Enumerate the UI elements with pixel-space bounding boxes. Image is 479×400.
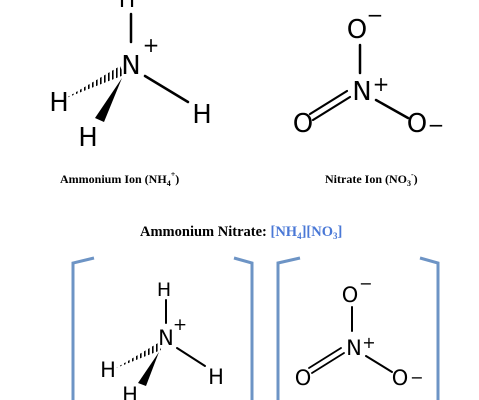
top-ammonium-h-right: H: [192, 100, 212, 130]
top-ammonium-n: N: [121, 51, 140, 81]
bottom-ammonium-h-top: H: [157, 279, 171, 301]
bottom-ammonium-solid-wedge: [138, 352, 159, 386]
left-bracket-open: [71, 256, 95, 400]
bottom-nitrate-o-top-charge: −: [359, 274, 372, 293]
bottom-nitrate-bond-right: [365, 355, 393, 373]
top-ammonium-h-left: H: [49, 88, 69, 118]
top-ammonium-h-bottom: H: [78, 123, 98, 153]
top-ammonium-bond-right: [143, 74, 190, 104]
bottom-ammonium-structure: H N + H H H: [100, 279, 224, 400]
bottom-ammonium-h-bottom: H: [122, 383, 138, 400]
top-ammonium-structure: H N + H H H: [49, 0, 212, 153]
top-nitrate-o-right-charge: −: [428, 113, 445, 137]
top-nitrate-o-top-charge: −: [367, 3, 384, 27]
bottom-nitrate-structure: O − N + O O −: [295, 274, 424, 390]
right-bracket-open: [276, 256, 301, 400]
bottom-nitrate-o-top: O: [342, 283, 359, 307]
top-nitrate-charge: +: [373, 72, 390, 96]
left-bracket-close: [233, 256, 254, 400]
bottom-nitrate-o-left: O: [295, 366, 312, 390]
top-ammonium-h-top: H: [119, 0, 136, 13]
bottom-nitrate-double-bond-a: [308, 347, 342, 369]
top-nitrate-double-bond-b: [311, 95, 352, 122]
bottom-nitrate-double-bond-b: [311, 352, 345, 374]
nitrate-ion-caption: Nitrate Ion (NO3-): [325, 170, 418, 188]
bottom-nitrate-n: N: [346, 336, 362, 360]
bottom-ammonium-h-left: H: [100, 358, 116, 382]
top-ammonium-solid-wedge: [95, 78, 122, 122]
top-nitrate-o-top: O: [347, 15, 367, 45]
top-nitrate-bond-right: [374, 98, 410, 120]
bottom-nitrate-o-right-charge: −: [410, 368, 423, 387]
bottom-nitrate-charge: +: [362, 333, 375, 352]
top-ammonium-hash-wedge: [66, 66, 124, 98]
compound-title: Ammonium Nitrate: [NH4][NO3]: [140, 224, 342, 241]
top-nitrate-o-left: O: [293, 109, 313, 139]
top-nitrate-o-right: O: [407, 109, 427, 139]
ammonium-ion-caption: Ammonium Ion (NH4+): [60, 170, 179, 188]
bottom-ammonium-bond-right: [176, 347, 206, 367]
top-nitrate-double-bond-a: [308, 89, 349, 116]
bottom-ammonium-charge: +: [173, 315, 187, 335]
bottom-ammonium-h-right: H: [208, 365, 224, 389]
bottom-ammonium-hash-wedge: [116, 343, 161, 368]
top-ammonium-charge: +: [143, 33, 160, 57]
top-nitrate-structure: O − N + O O −: [293, 3, 445, 139]
bottom-nitrate-o-right: O: [392, 366, 409, 390]
top-nitrate-n: N: [352, 77, 371, 107]
right-bracket-close: [419, 256, 440, 400]
bottom-ammonium-n: N: [158, 326, 174, 350]
